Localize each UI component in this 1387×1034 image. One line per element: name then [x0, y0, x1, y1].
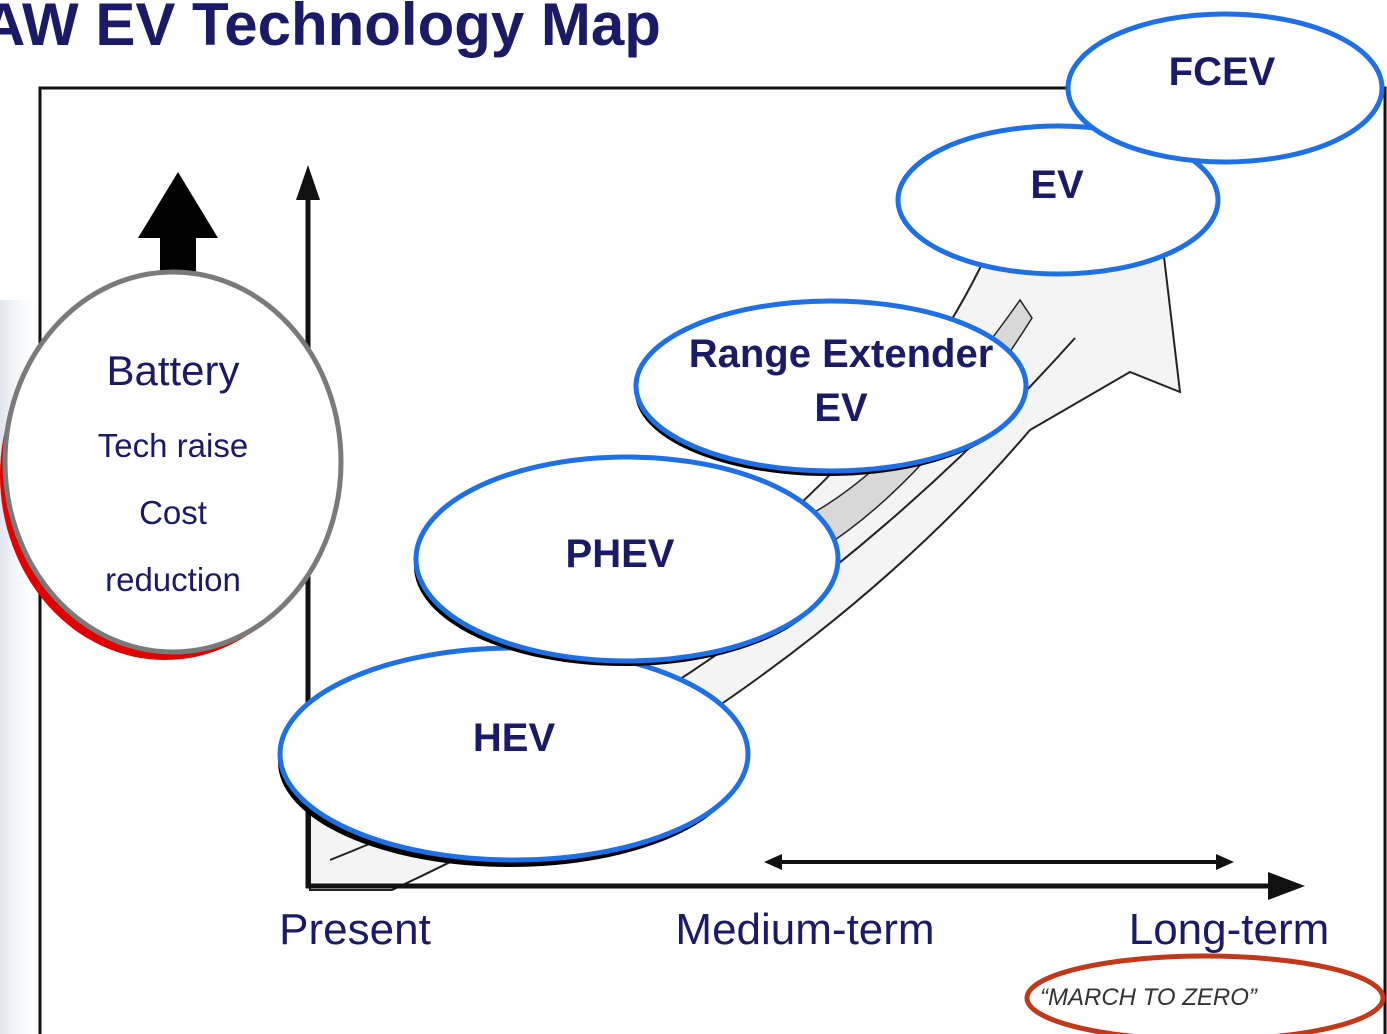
ev-label: EV — [1030, 163, 1084, 207]
battery-ellipse — [2, 269, 344, 655]
phev-ellipse — [413, 454, 841, 664]
battery-line-reduction: reduction — [105, 561, 241, 598]
range-extender-ellipse — [633, 298, 1029, 474]
fcev-label: FCEV — [1168, 50, 1276, 94]
march-to-zero-text: “MARCH TO ZERO” — [1040, 984, 1257, 1011]
phev-label: PHEV — [565, 532, 675, 576]
battery-heading: Battery — [106, 347, 240, 394]
y-axis-arrowhead — [296, 165, 320, 200]
battery-up-arrow — [138, 172, 218, 330]
battery-line-tech-raise: Tech raise — [97, 427, 249, 464]
axis-label-medium-term: Medium-term — [675, 905, 935, 954]
range-extender-label-line2: EV — [814, 386, 868, 430]
axis-label-present: Present — [279, 905, 431, 954]
hev-label: HEV — [472, 716, 556, 760]
page-title: AW EV Technology Map — [0, 0, 661, 58]
x-axis-arrowhead — [1268, 872, 1305, 900]
march-to-zero-badge — [1024, 953, 1386, 1034]
range-extender-label-line1: Range Extender — [688, 332, 994, 376]
fcev-ellipse — [1065, 11, 1385, 165]
axis-label-long-term: Long-term — [1128, 905, 1330, 954]
battery-line-cost: Cost — [139, 494, 207, 531]
medium-term-span-arrow — [764, 854, 1234, 870]
ev-ellipse — [895, 123, 1221, 277]
